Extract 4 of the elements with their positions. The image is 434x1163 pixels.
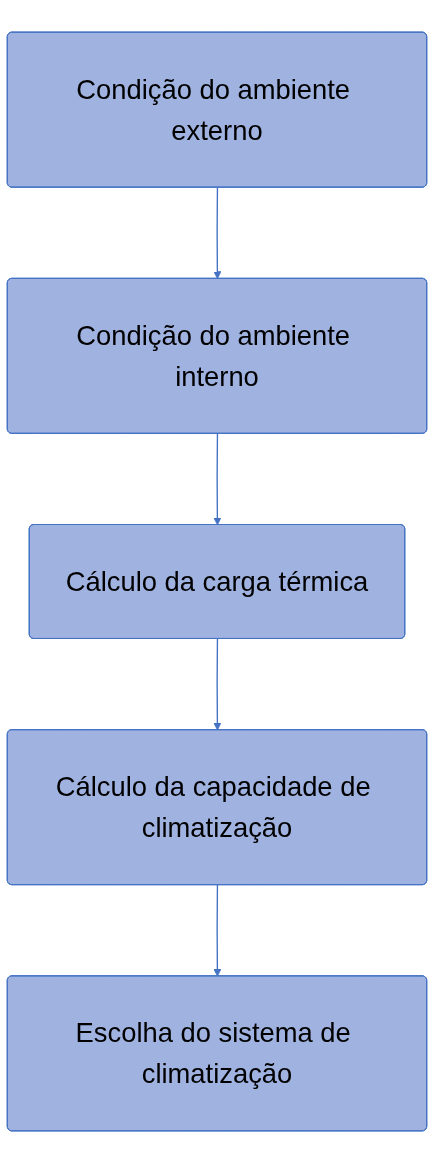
arrow <box>213 638 222 731</box>
arrow <box>213 433 222 526</box>
arrow <box>213 186 222 280</box>
arrow <box>213 884 222 977</box>
